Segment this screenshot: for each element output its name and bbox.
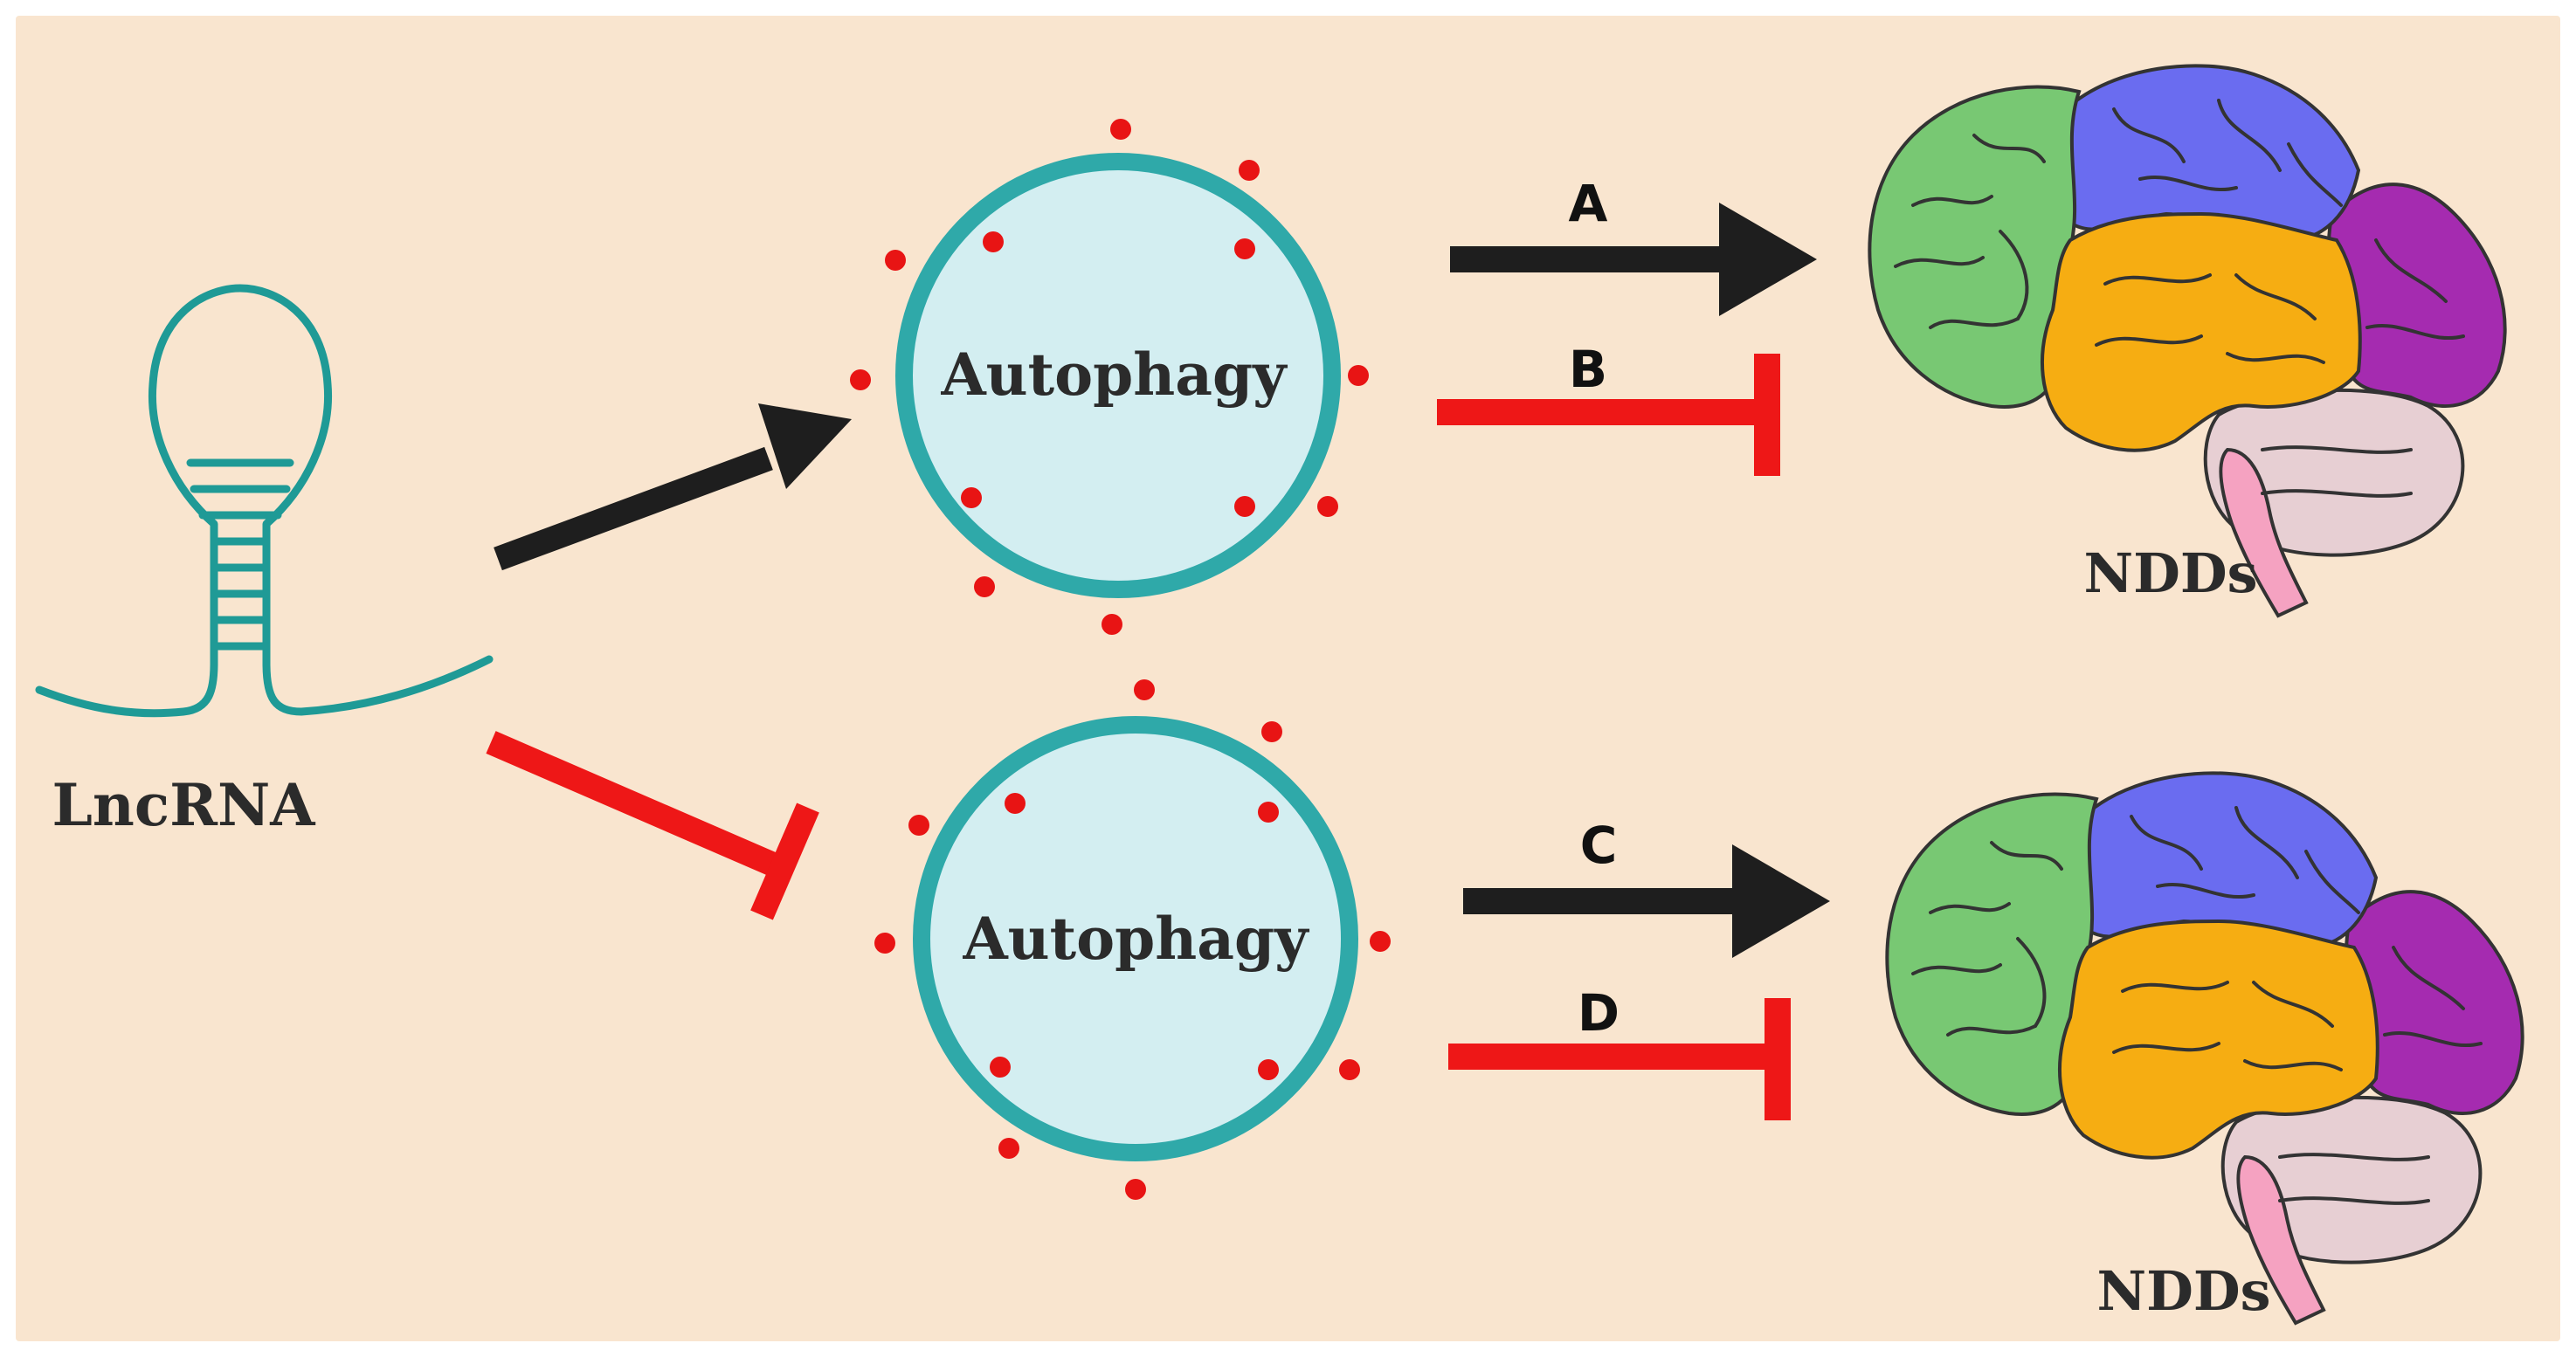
lncrna-activates-autophagy-arrow [494,403,852,571]
autophagy-vesicle-bottom [874,679,1391,1200]
particle [850,369,871,390]
particle [885,250,906,271]
brain-icon-bottom [1885,771,2524,1326]
path-b-label: B [1569,340,1607,399]
brain-icon-top [1868,64,2507,618]
path-b-arrow [1437,354,1780,476]
lncrna-label: LncRNA [52,771,316,839]
particle [1348,365,1369,386]
particle [1134,679,1155,700]
lncrna-inhibits-autophagy-arrow [486,731,819,920]
particle [1258,802,1279,823]
lncrna-icon [35,284,494,718]
particle [1370,931,1391,952]
path-d-arrow [1448,998,1791,1120]
particle [1317,496,1338,517]
particle [990,1057,1011,1078]
path-c-arrow [1463,844,1830,958]
ndds-top-label: NDDs [2083,541,2257,605]
particle [1239,160,1260,181]
particle [1234,496,1255,517]
particle [983,231,1004,252]
autophagy-vesicle-top [850,119,1369,635]
particle [998,1138,1019,1159]
particle [961,487,982,508]
particle [908,815,929,836]
autophagy-top-label: Autophagy [940,341,1288,409]
particle [974,576,995,597]
particle [1261,721,1282,742]
path-d-label: D [1578,983,1619,1043]
autophagy-bottom-label: Autophagy [962,905,1309,973]
particle [874,933,895,954]
path-c-label: C [1580,816,1618,875]
particle [1234,238,1255,259]
particle [1258,1059,1279,1080]
path-a-arrow [1450,203,1817,316]
particle [1005,793,1026,814]
particle [1102,614,1122,635]
particle [1110,119,1131,140]
path-a-label: A [1569,174,1608,233]
ndds-bottom-label: NDDs [2096,1259,2270,1323]
particle [1125,1179,1146,1200]
particle [1339,1059,1360,1080]
